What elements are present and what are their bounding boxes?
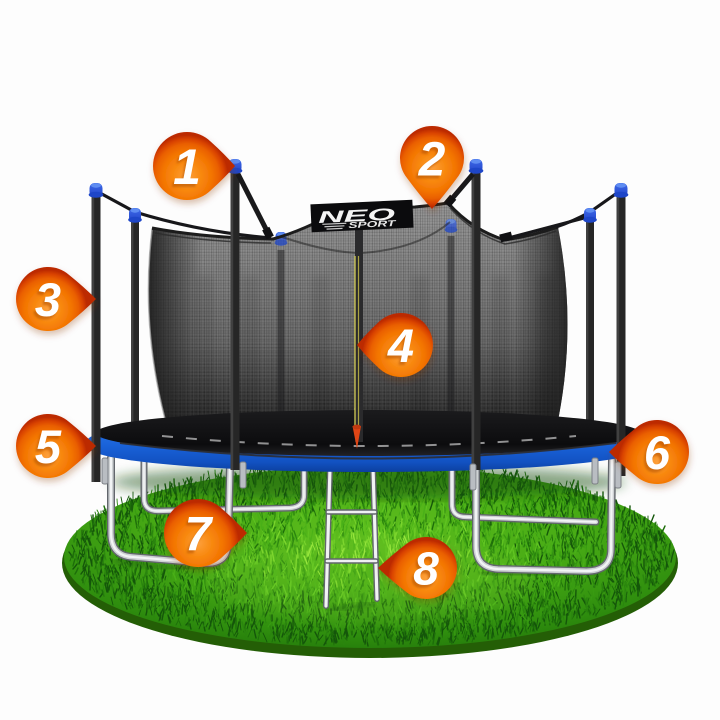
svg-text:1: 1	[173, 139, 201, 195]
svg-text:NEO: NEO	[318, 205, 396, 226]
svg-text:2: 2	[416, 136, 444, 189]
svg-text:8: 8	[413, 543, 439, 595]
svg-text:4: 4	[385, 322, 412, 375]
svg-text:6: 6	[644, 426, 671, 479]
svg-text:8: 8	[411, 546, 437, 598]
svg-text:7: 7	[183, 511, 212, 564]
svg-text:2: 2	[418, 133, 446, 186]
svg-text:1: 1	[171, 142, 199, 198]
svg-text:6: 6	[642, 429, 669, 482]
svg-text:SPORT: SPORT	[348, 218, 397, 230]
svg-text:4: 4	[387, 319, 414, 372]
svg-text:5: 5	[33, 423, 60, 476]
svg-text:3: 3	[35, 273, 61, 326]
svg-text:5: 5	[35, 420, 62, 473]
svg-text:3: 3	[33, 276, 59, 329]
svg-text:7: 7	[185, 508, 214, 561]
